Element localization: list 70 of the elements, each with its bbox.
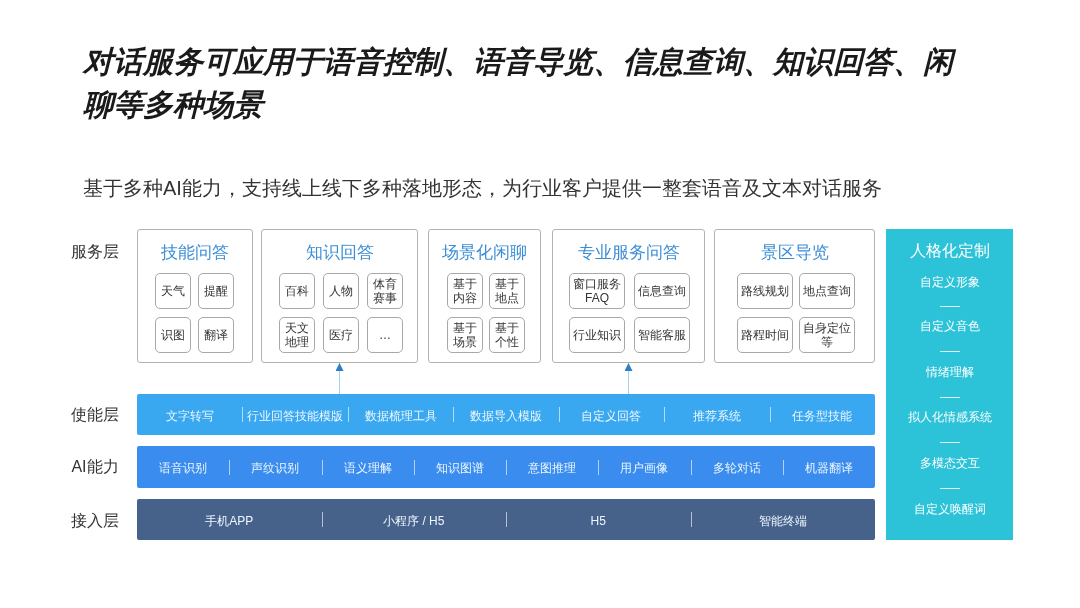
feature-tile: 基于场景 — [447, 317, 483, 353]
bar-item: 意图推理 — [528, 461, 577, 475]
feature-tile: 基于个性 — [489, 317, 525, 353]
feature-tile: 识图 — [155, 317, 191, 353]
feature-tile: 信息查询 — [634, 273, 690, 309]
panel-title: 人格化定制 — [909, 241, 990, 261]
service-card — [428, 229, 541, 363]
bar-item: 小程序 / H5 — [383, 513, 445, 528]
feature-tile: 百科 — [279, 273, 315, 309]
panel-item: 情绪理解 — [925, 364, 974, 380]
card-title: 知识回答 — [305, 242, 374, 264]
bar-item: 语义理解 — [343, 461, 392, 475]
service-card — [261, 229, 418, 363]
feature-tile: 提醒 — [198, 273, 234, 309]
panel-item: 多模态交互 — [919, 455, 980, 471]
feature-tile: 路程时间 — [737, 317, 793, 353]
subtitle: 基于多种AI能力，支持线上线下多种落地形态，为行业客户提供一整套语音及文本对话服务 — [83, 176, 882, 201]
bar-item: 智能终端 — [758, 513, 807, 528]
customization-panel — [886, 229, 1013, 540]
service-card — [137, 229, 253, 363]
feature-tile: 翻译 — [198, 317, 234, 353]
feature-tile: 基于地点 — [489, 273, 525, 309]
bar-item: H5 — [590, 513, 606, 528]
feature-tile: 自身定位等 — [799, 317, 855, 353]
feature-tile: 智能客服 — [634, 317, 690, 353]
card-title: 景区导览 — [760, 242, 829, 264]
bar-item: 多轮对话 — [712, 461, 761, 475]
feature-tile: 行业知识 — [569, 317, 625, 353]
card-title: 场景化闲聊 — [442, 242, 527, 264]
enabling-layer-bar — [137, 394, 875, 435]
layer-label: 服务层 — [71, 242, 119, 262]
bar-item: 机器翻译 — [804, 461, 853, 475]
feature-tile: 体育赛事 — [367, 273, 403, 309]
bar-item: 用户画像 — [620, 461, 669, 475]
bar-item: 知识图谱 — [435, 461, 484, 475]
bar-item: 声纹识别 — [251, 461, 300, 475]
access-layer-bar — [137, 499, 875, 540]
feature-tile: 天文地理 — [279, 317, 315, 353]
bar-item: 任务型技能 — [792, 408, 853, 423]
service-card — [714, 229, 875, 363]
bar-item: 数据梳理工具 — [364, 408, 437, 423]
arrow — [335, 362, 344, 395]
bar-item: 文字转写 — [165, 408, 214, 423]
feature-tile: 地点查询 — [799, 273, 855, 309]
feature-tile: 路线规划 — [737, 273, 793, 309]
bar-item: 自定义回答 — [581, 408, 642, 423]
layer-label: 使能层 — [71, 405, 119, 425]
panel-item: 自定义音色 — [919, 318, 980, 334]
feature-tile: … — [367, 317, 403, 353]
bar-item: 手机APP — [205, 513, 254, 528]
layer-label: AI能力 — [71, 457, 119, 477]
feature-tile: 窗口服务 FAQ — [569, 273, 625, 309]
panel-item: 拟人化情感系统 — [907, 409, 992, 425]
feature-tile: 医疗 — [323, 317, 359, 353]
layer-label: 接入层 — [71, 511, 119, 531]
feature-tile: 天气 — [155, 273, 191, 309]
bar-item: 数据导入模版 — [469, 408, 542, 423]
panel-item: 自定义形象 — [919, 274, 980, 290]
bar-item: 语音识别 — [159, 461, 208, 475]
service-card — [552, 229, 705, 363]
feature-tile: 人物 — [323, 273, 359, 309]
bar-item: 推荐系统 — [692, 408, 741, 423]
ai-capability-bar — [137, 446, 875, 488]
title: 对话服务可应用于语音控制、语音导览、信息查询、知识回答、闲聊等多种场景 — [83, 40, 968, 126]
card-title: 技能问答 — [161, 242, 229, 264]
bar-item: 行业回答技能模版 — [247, 408, 344, 423]
panel-item: 自定义唤醒词 — [913, 501, 986, 517]
feature-tile: 基于内容 — [447, 273, 483, 309]
card-title: 专业服务问答 — [577, 242, 680, 264]
arrow — [624, 362, 633, 395]
